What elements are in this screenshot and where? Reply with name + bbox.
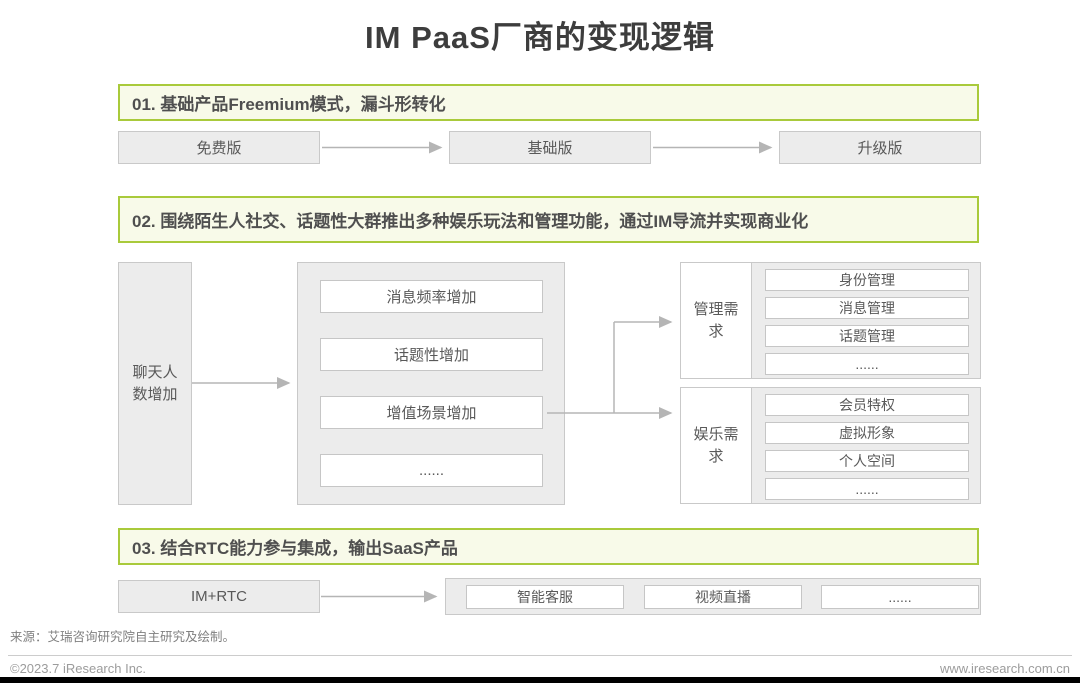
- step-basic-version: 基础版: [449, 131, 651, 164]
- entertainment-needs-group: 娱乐需求 会员特权 虚拟形象 个人空间 ......: [680, 387, 981, 504]
- product-ellipsis: ......: [821, 585, 979, 609]
- entertainment-needs-text: 娱乐需求: [693, 425, 739, 465]
- product-smart-customer-service: 智能客服: [466, 585, 624, 609]
- item-message-management: 消息管理: [765, 297, 969, 319]
- bottom-black-bar: [0, 677, 1080, 683]
- management-needs-text: 管理需求: [693, 300, 739, 340]
- section2-heading: 02. 围绕陌生人社交、话题性大群推出多种娱乐玩法和管理功能，通过IM导流并实现…: [118, 196, 979, 243]
- copyright-text: ©2023.7 iResearch Inc.: [10, 661, 147, 676]
- item-identity-management: 身份管理: [765, 269, 969, 291]
- im-rtc-box: IM+RTC: [118, 580, 320, 613]
- website-text: www.iresearch.com.cn: [939, 661, 1070, 676]
- management-needs-group: 管理需求 身份管理 消息管理 话题管理 ......: [680, 262, 981, 379]
- management-needs-label: 管理需求: [681, 263, 752, 378]
- middle-effects-container: 消息频率增加 话题性增加 增值场景增加 ......: [297, 262, 565, 505]
- product-live-video: 视频直播: [644, 585, 802, 609]
- section3-heading: 03. 结合RTC能力参与集成，输出SaaS产品: [118, 528, 979, 565]
- effect-value-scenes: 增值场景增加: [320, 396, 543, 429]
- effect-message-frequency: 消息频率增加: [320, 280, 543, 313]
- effect-topicality: 话题性增加: [320, 338, 543, 371]
- section1-heading: 01. 基础产品Freemium模式，漏斗形转化: [118, 84, 979, 121]
- saas-products-container: 智能客服 视频直播 ......: [445, 578, 981, 615]
- item-management-ellipsis: ......: [765, 353, 969, 375]
- effect-ellipsis: ......: [320, 454, 543, 487]
- item-entertainment-ellipsis: ......: [765, 478, 969, 500]
- item-topic-management: 话题管理: [765, 325, 969, 347]
- chat-users-increase-label: 聊天人数增加: [132, 363, 178, 403]
- item-member-privilege: 会员特权: [765, 394, 969, 416]
- item-virtual-avatar: 虚拟形象: [765, 422, 969, 444]
- step-upgrade-version: 升级版: [779, 131, 981, 164]
- entertainment-needs-label: 娱乐需求: [681, 388, 752, 503]
- item-personal-space: 个人空间: [765, 450, 969, 472]
- chat-users-increase-box: 聊天人数增加: [118, 262, 192, 505]
- footer-divider: [8, 655, 1072, 656]
- page-title: IM PaaS厂商的变现逻辑: [365, 20, 715, 55]
- step-free-version: 免费版: [118, 131, 320, 164]
- source-note: 来源：艾瑞咨询研究院自主研究及绘制。: [10, 630, 236, 644]
